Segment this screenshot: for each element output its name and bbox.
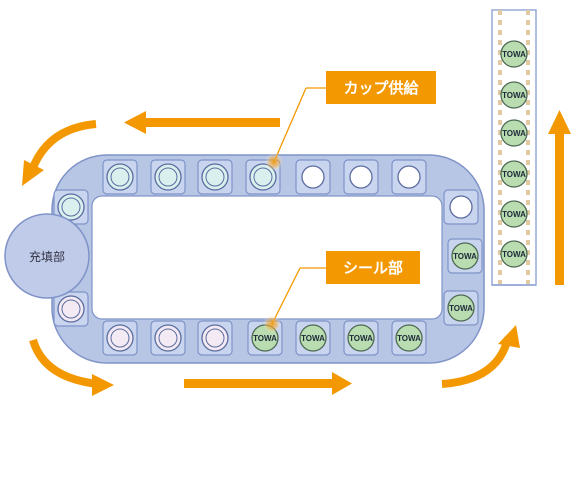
cup-pocket: TOWA	[343, 320, 379, 356]
arrow-up-icon	[548, 110, 571, 285]
cup-seal-text: TOWA	[453, 252, 477, 261]
stacked-cup: TOWA	[500, 240, 528, 268]
cup-seal-text: TOWA	[502, 210, 526, 219]
flow-arrows	[22, 110, 571, 396]
cup-pocket	[53, 291, 89, 327]
cup-pocket	[102, 320, 138, 356]
stacked-cup: TOWA	[500, 200, 528, 228]
curved-arrow-bottom-right-icon	[441, 325, 520, 388]
cup-pocket: TOWA	[447, 238, 483, 274]
cup-pocket: TOWA	[391, 320, 427, 356]
cup-seal-text: TOWA	[449, 304, 473, 313]
callout-cup-supply	[265, 87, 326, 171]
cup-pocket	[391, 159, 427, 195]
cup-pocket: TOWA	[295, 320, 331, 356]
curved-arrow-bottom-left-icon	[29, 338, 114, 396]
callout-seal	[263, 267, 326, 333]
cup-pocket	[295, 159, 331, 195]
cup-pocket	[102, 159, 138, 195]
cup-pocket	[197, 159, 233, 195]
seal-label: シール部	[326, 251, 420, 284]
cup-seal-text: TOWA	[397, 334, 421, 343]
stacked-cup: TOWA	[500, 160, 528, 188]
cup-seal-text: TOWA	[502, 170, 526, 179]
cup-seal-text: TOWA	[301, 334, 325, 343]
cup-pocket: TOWA	[443, 290, 479, 326]
cup-pocket	[197, 320, 233, 356]
cup-seal-text: TOWA	[502, 250, 526, 259]
cup-pocket	[343, 159, 379, 195]
stacked-cup: TOWA	[500, 119, 528, 147]
cup-stack-tube	[491, 9, 537, 286]
cup-seal-text: TOWA	[349, 334, 373, 343]
cup-seal-text: TOWA	[502, 129, 526, 138]
stacked-cup: TOWA	[500, 40, 528, 68]
cup-seal-text: TOWA	[502, 50, 526, 59]
stacked-cup: TOWA	[500, 81, 528, 109]
arrow-right-icon	[184, 372, 352, 395]
cup-seal-text: TOWA	[253, 334, 277, 343]
cup-pocket	[150, 320, 186, 356]
cup-supply-label: カップ供給	[326, 71, 436, 104]
cup-pocket	[443, 189, 479, 225]
cup-seal-text: TOWA	[502, 91, 526, 100]
cup-pocket	[53, 189, 89, 225]
arrow-left-icon	[124, 111, 280, 134]
curved-arrow-top-left-icon	[22, 120, 97, 186]
cup-pocket	[150, 159, 186, 195]
filling-unit-label: 充填部	[29, 249, 65, 264]
filling-unit: 充填部	[4, 213, 90, 299]
cup-pocket	[245, 159, 281, 195]
